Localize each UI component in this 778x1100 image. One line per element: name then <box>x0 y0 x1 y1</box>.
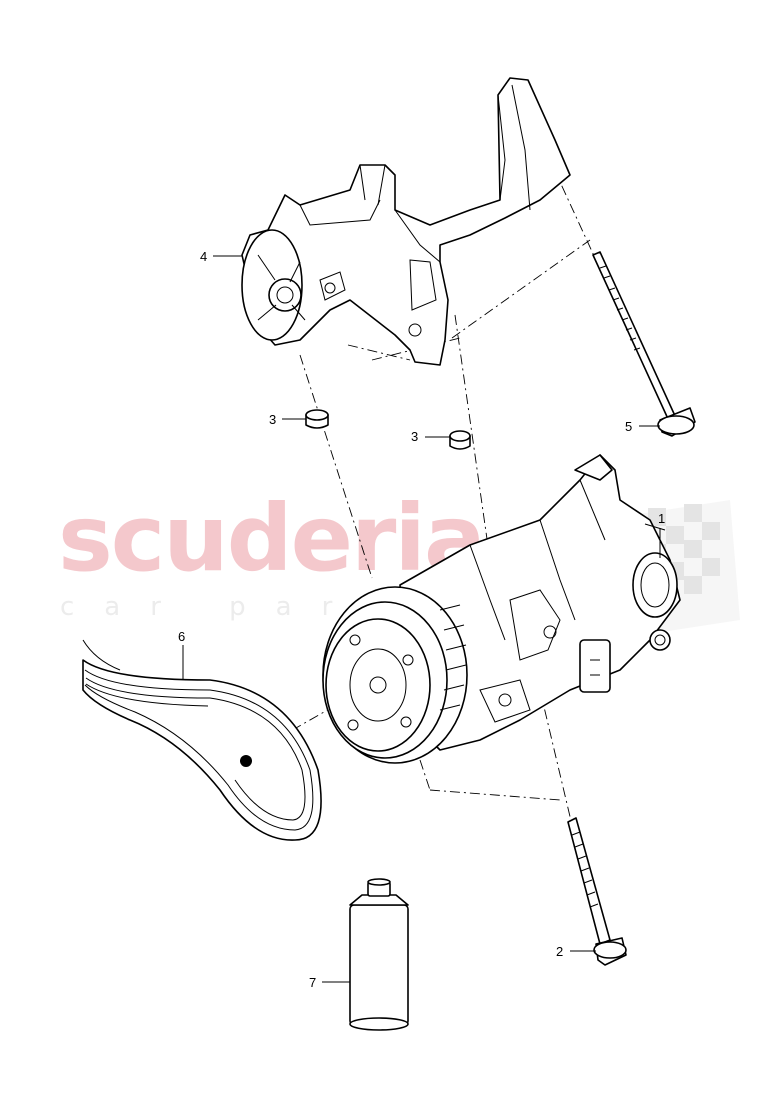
callout-1[interactable]: 1 <box>644 511 665 558</box>
callout-label-2: 2 <box>556 944 563 959</box>
callout-label-4: 4 <box>200 249 207 264</box>
callout-label-1: 1 <box>658 511 665 526</box>
sleeve-left[interactable] <box>305 409 329 429</box>
callout-5[interactable]: 5 <box>625 419 660 434</box>
watermark-brand: scuderia <box>58 485 484 592</box>
callout-3b[interactable]: 3 <box>411 429 450 444</box>
callout-3a[interactable]: 3 <box>269 412 306 427</box>
callout-7[interactable]: 7 <box>309 975 350 990</box>
bolt-short[interactable] <box>567 817 627 966</box>
compressor[interactable] <box>322 454 681 764</box>
callout-label-7: 7 <box>309 975 316 990</box>
callout-label-5: 5 <box>625 419 632 434</box>
callout-label-3a: 3 <box>269 412 276 427</box>
bracket[interactable] <box>241 77 571 366</box>
ribbed-belt[interactable] <box>82 639 322 841</box>
bolt-long[interactable] <box>592 251 696 437</box>
reference-dot <box>240 755 252 767</box>
sleeve-right[interactable] <box>449 430 471 450</box>
callout-2[interactable]: 2 <box>556 944 596 959</box>
callout-label-3b: 3 <box>411 429 418 444</box>
oil-bottle[interactable] <box>349 878 409 1031</box>
callout-4[interactable]: 4 <box>200 249 242 264</box>
callout-6[interactable]: 6 <box>178 629 185 680</box>
callout-label-6: 6 <box>178 629 185 644</box>
